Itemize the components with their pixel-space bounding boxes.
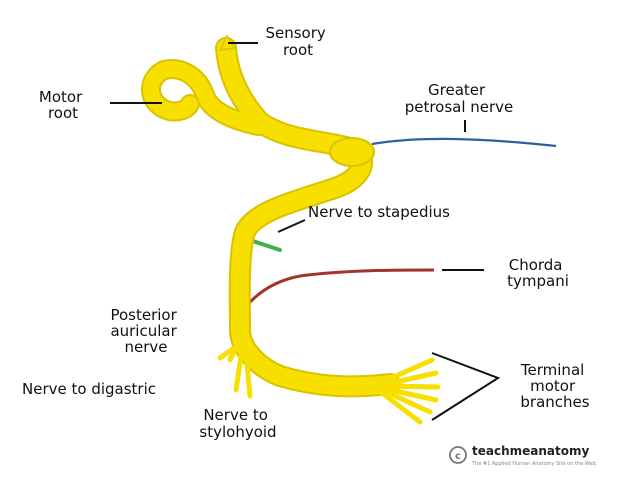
copyright-glyph: c xyxy=(455,451,461,462)
label-nerve-to-digastric: Nerve to digastric xyxy=(22,380,156,398)
label-motor-root: Motor root xyxy=(39,88,87,122)
label-sensory-root: Sensory root xyxy=(265,24,330,59)
watermark: c teachmeanatomy The #1 Applied Human An… xyxy=(449,444,598,467)
geniculate-ganglion xyxy=(329,137,375,167)
label-posterior-auricular: Posterior auricular nerve xyxy=(110,306,181,356)
label-terminal-motor-branches: Terminal motor branches xyxy=(520,361,590,411)
label-nerve-to-stapedius: Nerve to stapedius xyxy=(308,203,450,221)
greater-petrosal-nerve xyxy=(371,137,557,148)
terminal-branches-fan xyxy=(375,357,441,425)
label-greater-petrosal: Greater petrosal nerve xyxy=(405,81,514,116)
lower-branches xyxy=(217,337,253,399)
watermark-brand: teachmeanatomy xyxy=(472,444,589,458)
facial-nerve-trunk xyxy=(141,37,401,398)
watermark-tagline: The #1 Applied Human Anatomy Site on the… xyxy=(471,461,598,467)
nerve-to-stapedius-branch xyxy=(248,238,282,252)
label-nerve-to-stylohyoid: Nerve to stylohyoid xyxy=(199,406,276,441)
copyright-icon xyxy=(449,446,467,464)
leader-lines xyxy=(110,42,501,421)
label-chorda-tympani: Chorda tympani xyxy=(507,256,569,290)
chorda-tympani-nerve xyxy=(238,268,435,315)
